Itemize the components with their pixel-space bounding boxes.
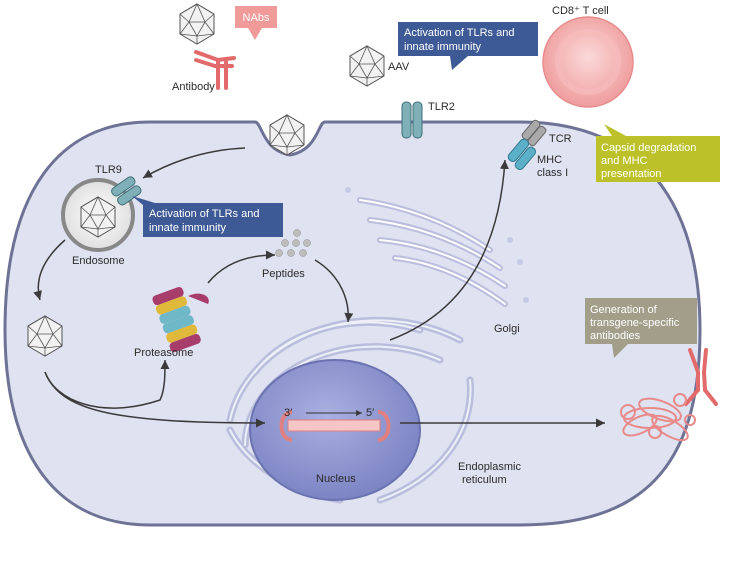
svg-text:Generation of: Generation of <box>590 304 658 316</box>
svg-text:Activation of TLRs and: Activation of TLRs and <box>404 27 514 39</box>
tlr9-receptor <box>111 176 142 206</box>
svg-text:innate immunity: innate immunity <box>149 222 227 234</box>
tcr-label: TCR <box>549 133 572 145</box>
svg-text:Activation of TLRs and: Activation of TLRs and <box>149 208 259 220</box>
nabs-callout: NAbs <box>235 6 277 40</box>
tlr2-receptor <box>401 101 423 139</box>
er-label-line1: Endoplasmic <box>458 461 521 473</box>
proteasome-label: Proteasome <box>134 347 193 359</box>
nabs-label: NAbs <box>243 12 270 24</box>
mhc-label: MHC <box>537 154 562 166</box>
svg-text:presentation: presentation <box>601 168 662 180</box>
aav-label: AAV <box>388 61 410 73</box>
proteasome <box>152 287 209 353</box>
golgi-label: Golgi <box>494 323 520 335</box>
nucleus-label: Nucleus <box>316 473 356 485</box>
endosome-label: Endosome <box>72 255 125 267</box>
svg-text:transgene-specific: transgene-specific <box>590 317 680 329</box>
golgi-vesicles <box>345 187 529 303</box>
svg-text:Capsid degradation: Capsid degradation <box>601 142 696 154</box>
peptides-label: Peptides <box>262 268 305 280</box>
tlr2-label: TLR2 <box>428 101 455 113</box>
er-label-line2: reticulum <box>462 474 507 486</box>
tlr-activation-callout-top: Activation of TLRs and innate immunity <box>398 22 538 70</box>
antibody-icon <box>194 50 236 90</box>
svg-text:antibodies: antibodies <box>590 330 641 342</box>
three-prime-label: 3′ <box>284 407 292 419</box>
svg-text:and MHC: and MHC <box>601 155 648 167</box>
pathway-arrows <box>33 147 605 428</box>
capsid-degradation-callout: Capsid degradation and MHC presentation <box>596 124 720 182</box>
tlr9-label: TLR9 <box>95 164 122 176</box>
mhc-class-label: class I <box>537 167 568 179</box>
five-prime-label: 5′ <box>366 407 374 419</box>
tcr-mhc-complex <box>507 119 547 171</box>
transgene-product-icon <box>620 393 696 442</box>
cd8-t-cell-label: CD8⁺ T cell <box>552 5 609 17</box>
aav-capsid-bound-by-antibody <box>179 3 215 45</box>
transgene-dna <box>279 410 391 442</box>
peptides-dots <box>275 229 311 257</box>
transgene-antibodies-callout: Generation of transgene-specific antibod… <box>585 298 697 358</box>
tlr-activation-callout-endosome: Activation of TLRs and innate immunity <box>132 196 283 237</box>
secreted-antibody-icon <box>684 348 718 406</box>
svg-text:innate immunity: innate immunity <box>404 41 482 53</box>
antibody-label: Antibody <box>172 81 215 93</box>
aav-capsid <box>349 45 385 87</box>
